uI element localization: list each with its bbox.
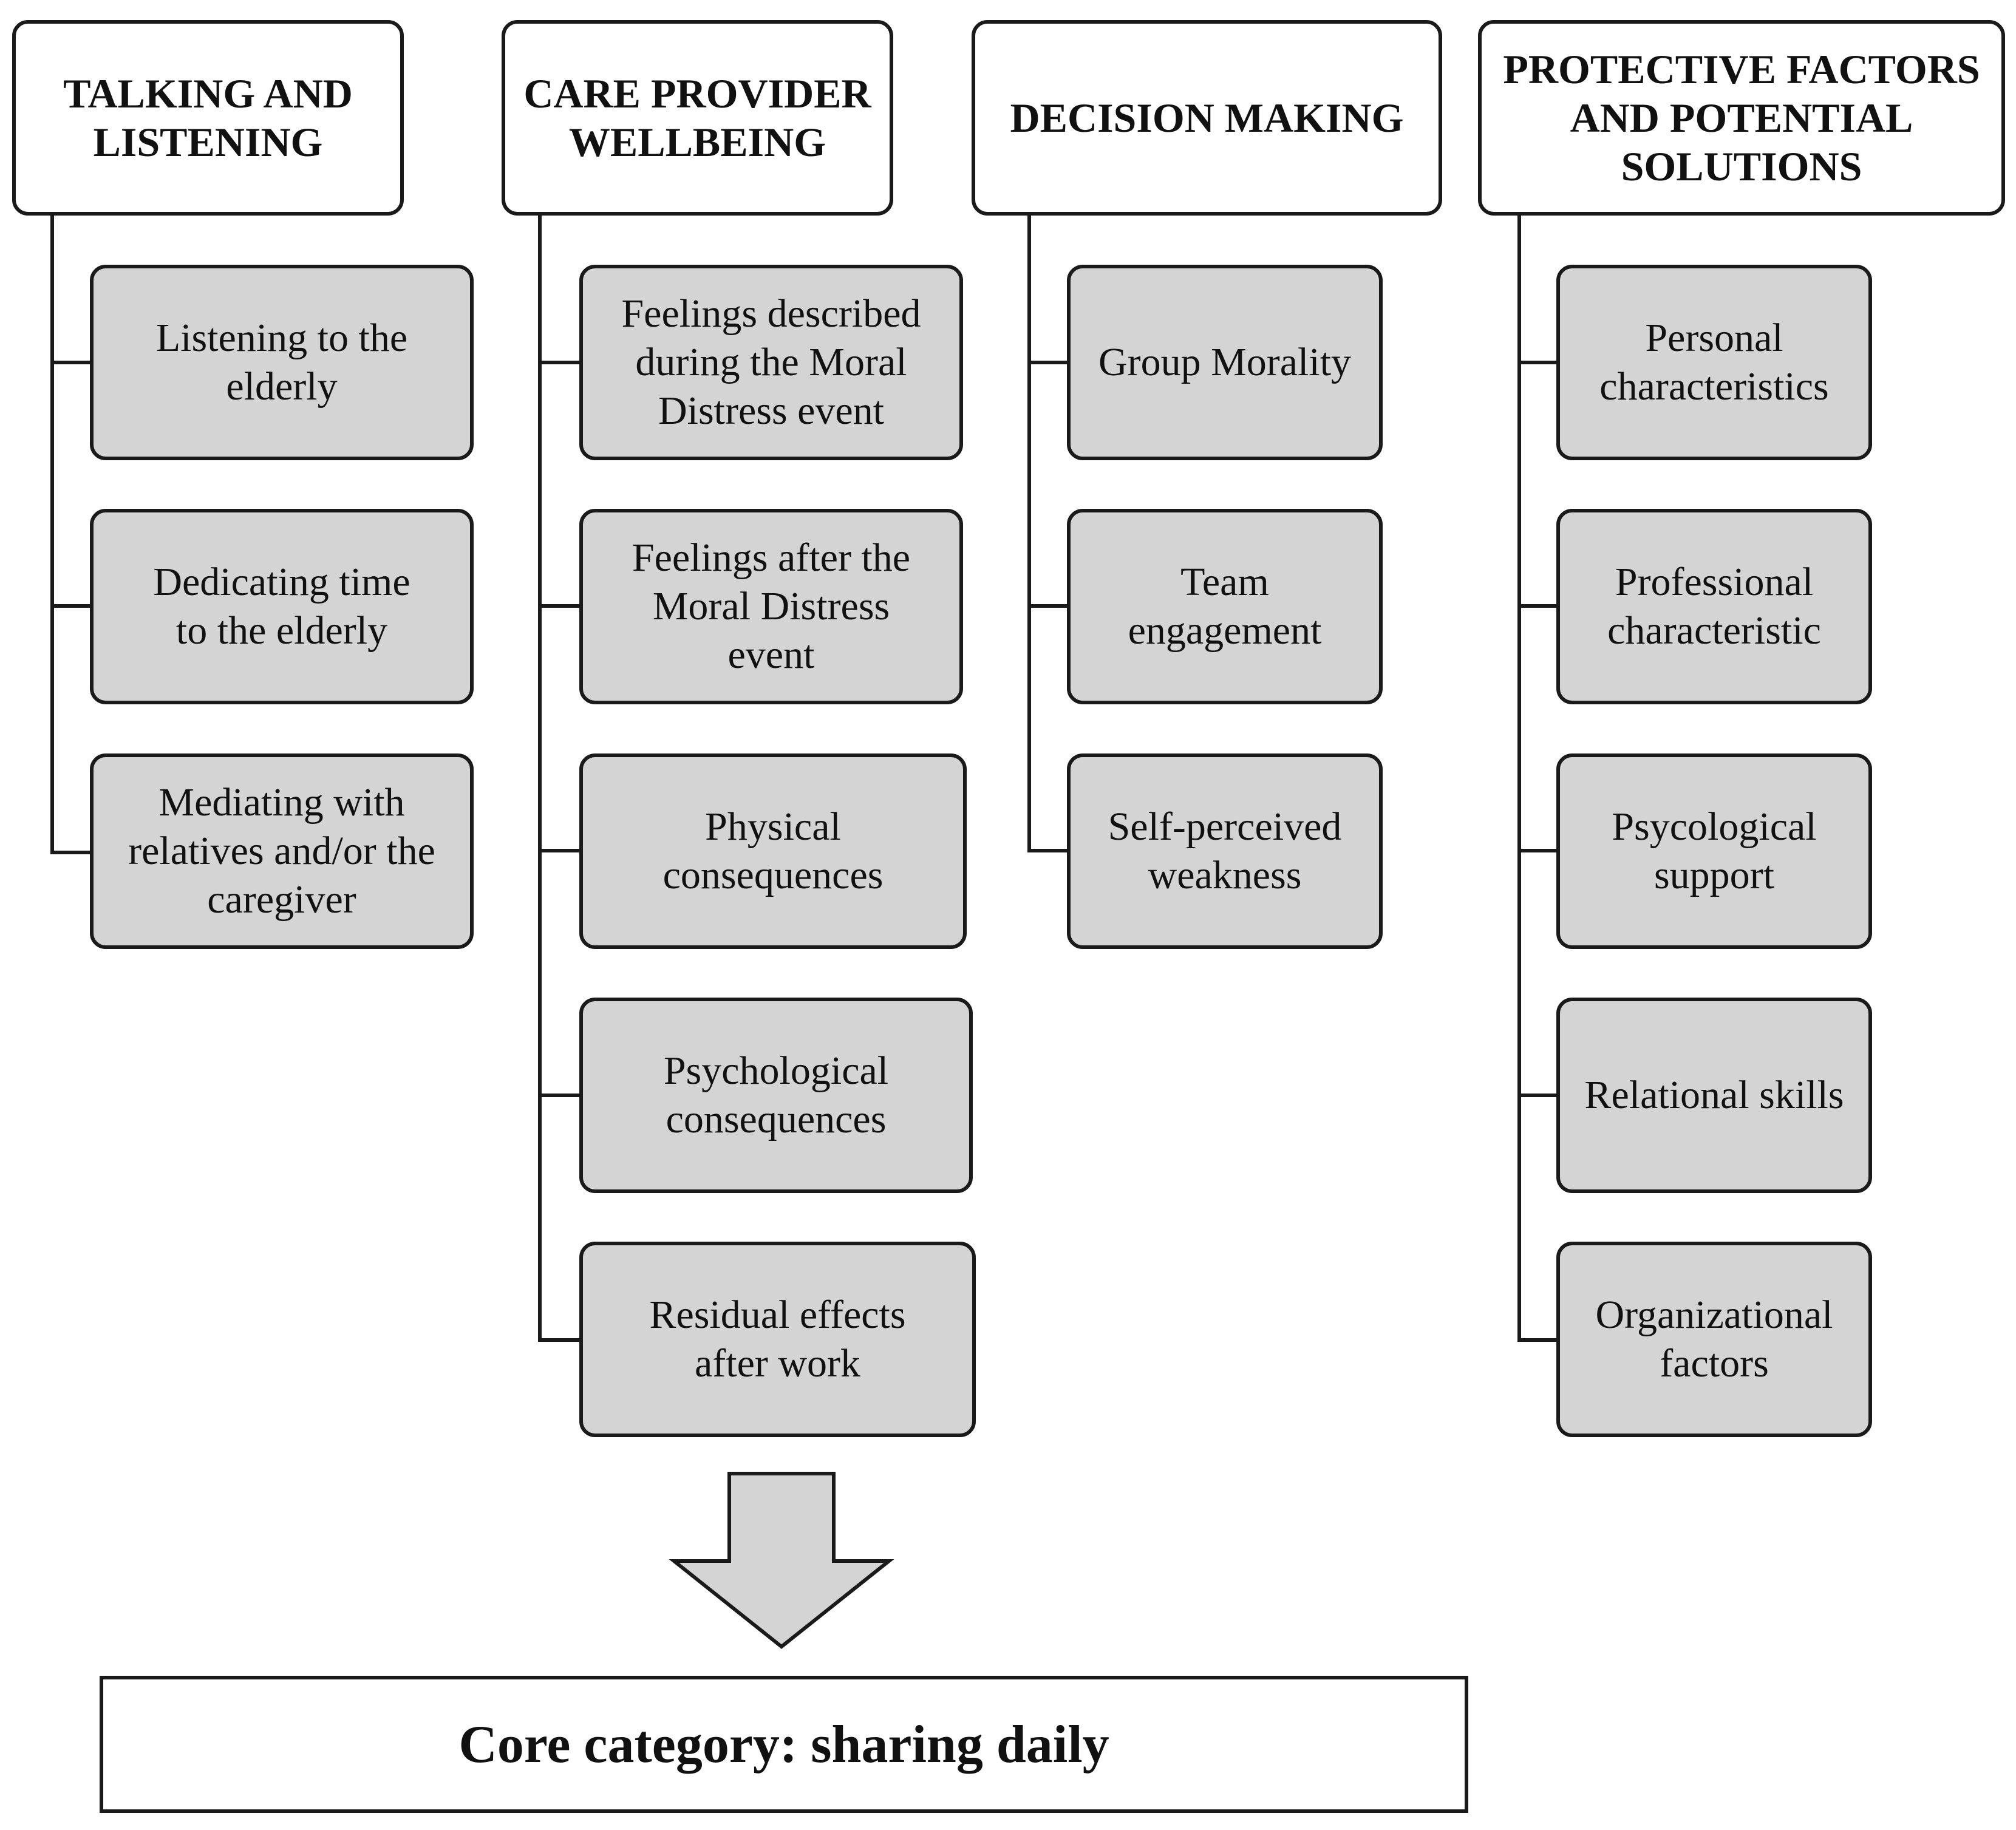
down-arrow-icon [669, 1472, 894, 1649]
subcategory-label: Team engagement [1128, 560, 1322, 653]
subcategory-label: Feelings described during the Moral Dist… [621, 291, 921, 433]
subcategory-label: Relational skills [1584, 1073, 1844, 1117]
subcategory-label: Self-perceived weakness [1108, 804, 1342, 897]
subcategory-team-engagement: Team engagement [1067, 509, 1383, 704]
subcategory-label: Dedicating time to the elderly [153, 560, 410, 653]
subcategory-psycological-support: Psycological support [1556, 753, 1872, 949]
category-title: TALKING AND LISTENING [63, 70, 353, 165]
column-2-connectors [538, 216, 582, 1342]
column-2-trunk [538, 216, 582, 1342]
subcategory-listening-to-the-elderly: Listening to the elderly [90, 265, 474, 460]
subcategory-label: Residual effects after work [649, 1293, 906, 1386]
subcategory-self-perceived-weakness: Self-perceived weakness [1067, 753, 1383, 949]
subcategory-label: Physical consequences [662, 804, 884, 897]
column-3-connectors [1027, 216, 1069, 852]
column-1-connectors [50, 216, 92, 854]
category-protective-factors: PROTECTIVE FACTORS AND POTENTIAL SOLUTIO… [1478, 20, 2005, 216]
column-1-trunk [50, 216, 92, 854]
category-talking-and-listening: TALKING AND LISTENING [12, 20, 404, 216]
core-category-label: Core category: sharing daily [458, 1715, 1109, 1774]
category-title: DECISION MAKING [1010, 95, 1404, 141]
subcategory-dedicating-time: Dedicating time to the elderly [90, 509, 474, 704]
subcategory-physical-consequences: Physical consequences [579, 753, 967, 949]
subcategory-organizational-factors: Organizational factors [1556, 1242, 1872, 1437]
subcategory-relational-skills: Relational skills [1556, 998, 1872, 1193]
subcategory-personal-characteristics: Personal characteristics [1556, 265, 1872, 460]
subcategory-label: Group Morality [1098, 340, 1352, 384]
category-decision-making: DECISION MAKING [972, 20, 1442, 216]
column-4-trunk [1517, 216, 1559, 1342]
column-4-connectors [1517, 216, 1559, 1342]
category-title: PROTECTIVE FACTORS AND POTENTIAL SOLUTIO… [1503, 46, 1980, 189]
category-care-provider-wellbeing: CARE PROVIDER WELLBEING [502, 20, 893, 216]
subcategory-psychological-consequences: Psychological consequences [579, 998, 973, 1193]
subcategory-group-morality: Group Morality [1067, 265, 1383, 460]
subcategory-label: Psychological consequences [663, 1049, 889, 1141]
subcategory-feelings-after-event: Feelings after the Moral Distress event [579, 509, 963, 704]
subcategory-label: Professional characteristic [1607, 560, 1821, 653]
subcategory-feelings-during-event: Feelings described during the Moral Dist… [579, 265, 963, 460]
core-category-box: Core category: sharing daily [100, 1676, 1468, 1813]
subcategory-residual-effects: Residual effects after work [579, 1242, 976, 1437]
column-3-trunk [1027, 216, 1069, 852]
subcategory-label: Personal characteristics [1599, 316, 1829, 409]
subcategory-label: Mediating with relatives and/or the care… [128, 780, 435, 922]
subcategory-mediating-with-relatives: Mediating with relatives and/or the care… [90, 753, 474, 949]
subcategory-label: Listening to the elderly [155, 316, 408, 409]
subcategory-label: Psycological support [1612, 804, 1817, 897]
subcategory-professional-characteristic: Professional characteristic [1556, 509, 1872, 704]
category-title: CARE PROVIDER WELLBEING [523, 70, 871, 165]
subcategory-label: Organizational factors [1595, 1293, 1833, 1386]
subcategory-label: Feelings after the Moral Distress event [632, 536, 911, 677]
